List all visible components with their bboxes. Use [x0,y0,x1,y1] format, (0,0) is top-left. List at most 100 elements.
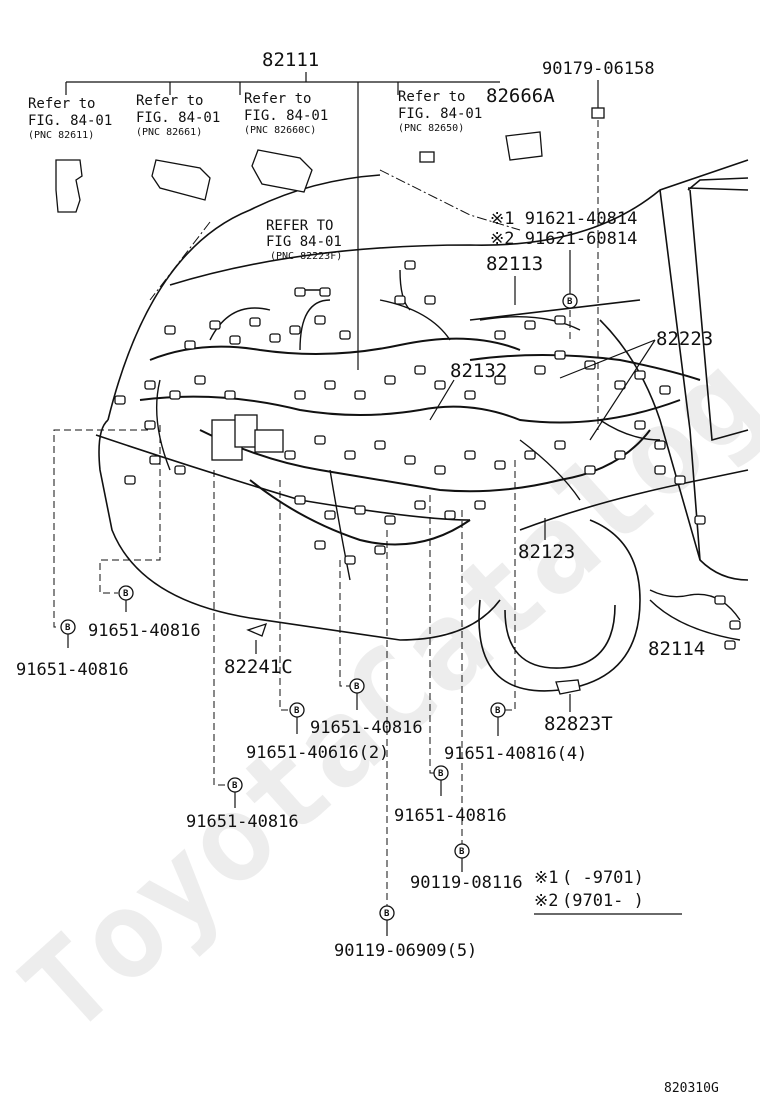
connector [294,390,306,400]
ref-callout-4: Refer to FIG. 84-01 (PNC 82650) [398,89,482,163]
bolt-b-icon: B [289,702,305,718]
svg-text:B: B [384,909,390,919]
svg-text:Refer to: Refer to [28,96,95,112]
connector [269,333,281,343]
svg-text:B: B [495,706,501,716]
connector [384,375,396,385]
bolt-b-icon: B [60,619,76,635]
connector [144,380,156,390]
leader-82111 [65,72,500,370]
part-number-82123: 82123 [518,541,575,563]
connector [374,440,386,450]
connector [284,450,296,460]
connector [144,420,156,430]
bolt-b-icon: B [490,702,506,718]
relay-block [211,414,284,461]
connector [319,287,331,297]
wire-harness [139,269,741,641]
connector [289,325,301,335]
part-number-91621-40814: ※1 91621-40814 [490,209,637,229]
svg-text:Refer to: Refer to [244,91,311,107]
connector [249,317,261,327]
part-number-82113: 82113 [486,253,543,275]
connector [124,475,136,485]
part-number-bolt-e: 91651-40816(4) [444,744,587,764]
connector [729,620,741,630]
connector [314,435,326,445]
note-1-mark: ※1 [534,868,558,888]
svg-text:Refer to: Refer to [398,89,465,105]
connector [584,465,596,475]
connector [294,287,306,297]
bolt-b-icon: B [454,843,470,859]
svg-text:B: B [232,781,238,791]
connector [414,500,426,510]
connector [149,455,161,465]
connector [634,420,646,430]
connector [714,595,726,605]
connector [444,510,456,520]
part-number-82241C: 82241C [224,656,293,678]
connector [474,500,486,510]
part-number-82666A: 82666A [486,85,555,107]
connector [654,440,666,450]
ref-callout-1: Refer to FIG. 84-01 (PNC 82611) [28,96,112,213]
connector [424,295,436,305]
connector [354,505,366,515]
svg-text:FIG. 84-01: FIG. 84-01 [28,113,112,129]
svg-text:FIG 84-01: FIG 84-01 [266,234,342,250]
part-82241C-shape [246,622,268,637]
connector [524,320,536,330]
bolt-markers: B B B B B B B B B B [60,293,578,921]
ref-callout-3: Refer to FIG. 84-01 (PNC 82660C) [244,91,328,193]
bolt-leaders [53,425,516,936]
svg-text:FIG. 84-01: FIG. 84-01 [244,108,328,124]
connector [209,320,221,330]
connector [354,390,366,400]
svg-text:FIG. 84-01: FIG. 84-01 [398,106,482,122]
connector [659,385,671,395]
part-number-bolt-c: 91651-40816 [310,718,423,738]
connector [414,365,426,375]
connector [434,380,446,390]
vehicle-body [95,159,749,692]
connector [724,640,736,650]
connector [524,450,536,460]
connector [464,390,476,400]
svg-text:(PNC 82223F): (PNC 82223F) [270,251,342,262]
note-2-text: (9701- ) [562,891,644,911]
connector [184,340,196,350]
connector [404,260,416,270]
bolt-b-icon: B [379,905,395,921]
connector [464,450,476,460]
part-number-90179-06158: 90179-06158 [542,59,655,79]
connector [229,335,241,345]
part-number-82223: 82223 [656,328,713,350]
connector [654,465,666,475]
connector [694,515,706,525]
connector [404,455,416,465]
bolt-b-icon: B [433,765,449,781]
svg-text:B: B [354,682,360,692]
svg-text:B: B [65,623,71,633]
svg-text:(PNC 82660C): (PNC 82660C) [244,125,316,136]
part-82666A-shape [505,131,543,161]
connector [324,380,336,390]
connector [194,375,206,385]
applicability-notes: ※1 ( -9701) ※2 (9701- ) [534,868,682,915]
connector [554,350,566,360]
svg-text:(PNC 82650): (PNC 82650) [398,123,464,134]
connector [374,545,386,555]
part-number-bolt-d: 91651-40616(2) [246,743,389,763]
part-number-82823T: 82823T [544,713,613,735]
connector [494,460,506,470]
svg-text:REFER TO: REFER TO [266,218,333,234]
bolt-b-icon: B [349,678,365,694]
part-number-bolt-b: 91651-40816 [16,660,129,680]
connector [494,375,506,385]
svg-text:B: B [438,769,444,779]
svg-text:(PNC 82661): (PNC 82661) [136,127,202,138]
svg-text:B: B [459,847,465,857]
connector [224,390,236,400]
